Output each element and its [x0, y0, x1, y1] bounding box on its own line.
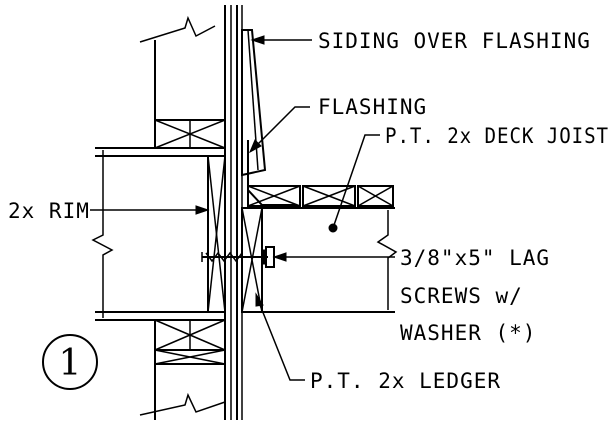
upper-wall [139, 5, 226, 149]
leader-lines [90, 35, 395, 381]
wall-sheathing-layers [224, 5, 243, 420]
flashing-label: FLASHING [318, 95, 427, 119]
deck-boards [247, 185, 394, 207]
siding-label: SIDING OVER FLASHING [318, 29, 591, 53]
detail-number: 1 [59, 343, 82, 384]
siding [241, 29, 267, 177]
lag-screw-label-line3: WASHER (*) [400, 321, 536, 345]
ledger-label: P.T. 2x LEDGER [310, 369, 501, 393]
ledger-board [241, 207, 263, 313]
lag-screw-label-line1: 3/8"x5" LAG [400, 246, 550, 270]
lower-wall [139, 319, 226, 420]
lag-screw-label-line2: SCREWS w/ [400, 284, 523, 308]
floor-assembly [91, 147, 226, 321]
rim-label: 2x RIM [8, 199, 90, 223]
deck-joist [262, 207, 398, 313]
detail-number-bubble: 1 [42, 334, 98, 390]
deck-joist-label: P.T. 2x DECK JOIST [385, 124, 609, 148]
